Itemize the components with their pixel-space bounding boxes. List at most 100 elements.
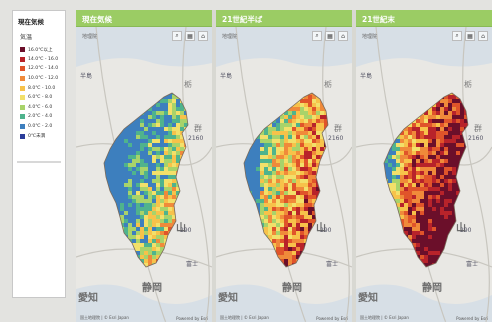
search-icon[interactable]: ⌕ [312,31,322,41]
temperature-cell [120,139,124,143]
grid-icon[interactable]: ▦ [325,31,335,41]
temperature-cell [248,159,252,163]
temperature-cell [460,127,464,131]
temperature-cell [156,143,160,147]
temperature-cell [432,203,436,207]
temperature-cell [124,203,128,207]
temperature-cell [420,255,424,259]
map-search-label[interactable]: 地理院 [222,34,238,40]
temperature-cell [316,87,320,91]
temperature-cell [408,139,412,143]
map-attribution: 国土地理院 | © Esri Japan [360,315,409,320]
temperature-cell [320,167,324,171]
temperature-cell [164,191,168,195]
temperature-cell [152,235,156,239]
temperature-cell [424,227,428,231]
temperature-cell [412,115,416,119]
temperature-cell [144,139,148,143]
temperature-cell [112,93,116,95]
temperature-cell [396,227,400,231]
temperature-cell [284,227,288,231]
temperature-cell [132,183,136,187]
temperature-cell [164,111,168,115]
temperature-cell [448,143,452,147]
temperature-cell [100,99,104,103]
temperature-cell [120,251,124,255]
temperature-cell [120,119,124,123]
search-icon[interactable]: ⌕ [452,31,462,41]
temperature-cell [428,139,432,143]
temperature-cell [468,95,472,99]
temperature-cell [244,219,248,223]
temperature-cell [416,239,420,243]
temperature-cell [252,251,256,255]
temperature-cell [172,103,176,107]
temperature-cell [244,199,248,203]
temperature-cell [384,147,388,151]
temperature-cell [444,171,448,175]
home-icon[interactable]: ⌂ [478,31,488,41]
home-icon[interactable]: ⌂ [198,31,208,41]
temperature-cell [328,187,332,191]
temperature-cell [452,143,456,147]
temperature-cell [436,131,440,135]
temperature-cell [396,203,400,207]
temperature-cell [108,199,112,203]
map-search-label[interactable]: 地理院 [82,34,98,40]
label-aichi: 愛知 [218,293,238,304]
temperature-cell [452,135,456,139]
temperature-cell [460,103,464,107]
temperature-cell [396,171,400,175]
temperature-cell [464,247,468,251]
temperature-cell [388,159,392,163]
temperature-cell [388,231,392,235]
temperature-cell [292,207,296,211]
temperature-cell [424,219,428,223]
temperature-cell [136,203,140,207]
temperature-cell [420,167,424,171]
temperature-cell [388,271,392,275]
temperature-cell [460,135,464,139]
temperature-cell [312,267,316,271]
temperature-cell [136,239,140,243]
temperature-cell [452,123,456,127]
temperature-cell [404,119,408,123]
temperature-cell [276,259,280,263]
temperature-cell [464,207,468,211]
temperature-cell [296,187,300,191]
temperature-cell [316,263,320,267]
temperature-cell [120,235,124,239]
temperature-cell [308,219,312,223]
temperature-cell [452,167,456,171]
temperature-cell [136,127,140,131]
temperature-cell [412,111,416,115]
home-icon[interactable]: ⌂ [338,31,348,41]
grid-icon[interactable]: ▦ [185,31,195,41]
temperature-cell [120,99,124,103]
temperature-cell [424,191,428,195]
map-search-label[interactable]: 地理院 [362,34,378,40]
temperature-cell [292,203,296,207]
legend-item: 16.0℃以上 [20,45,62,55]
search-icon[interactable]: ⌕ [172,31,182,41]
grid-icon[interactable]: ▦ [465,31,475,41]
temperature-cell [428,123,432,127]
temperature-cell [148,215,152,219]
temperature-cell [436,163,440,167]
temperature-cell [124,207,128,211]
temperature-cell [156,127,160,131]
temperature-cell [160,99,164,103]
temperature-cell [392,203,396,207]
temperature-cell [288,111,292,115]
temperature-cell [264,171,268,175]
temperature-cell [136,147,140,151]
temperature-cell [184,235,188,239]
temperature-cell [180,175,184,179]
temperature-cell [184,195,188,199]
